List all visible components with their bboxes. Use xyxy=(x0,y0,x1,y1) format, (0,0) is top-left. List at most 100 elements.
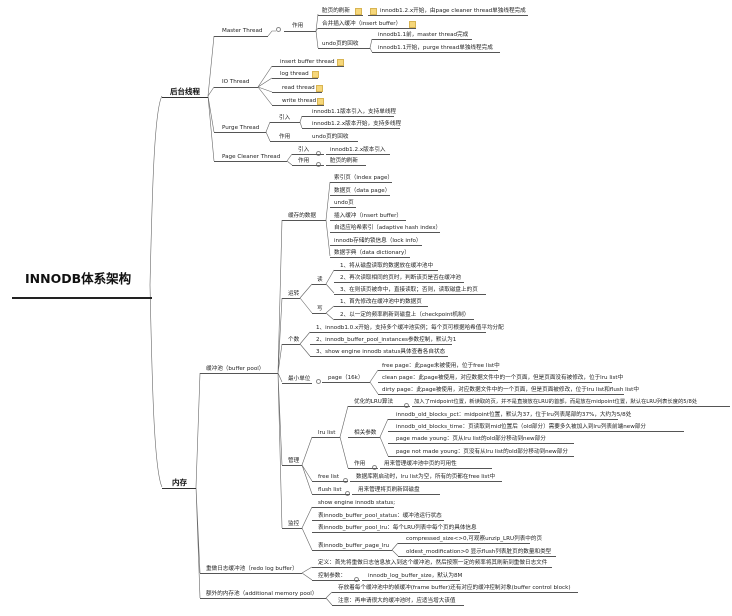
u-extra xyxy=(200,598,326,599)
u-master xyxy=(214,36,268,37)
u-purge-intro1 xyxy=(302,116,394,117)
count-item: 1、innodb1.0.x开始，支持多个缓冲池实例；每个页可根据哈希值平均分配 xyxy=(316,325,504,331)
io-thread: IO Thread xyxy=(222,79,250,85)
connector-cleaner xyxy=(286,153,293,166)
write-item: 1、首先修改在缓冲池中的数据页 xyxy=(340,299,422,305)
u-cleaner-use1 xyxy=(326,165,366,166)
u-unit xyxy=(282,383,312,384)
u-monitor-3 xyxy=(312,550,392,551)
connector-cached xyxy=(325,181,331,257)
u-cached-6 xyxy=(330,257,410,258)
connector-mem xyxy=(195,372,201,599)
u-purge-intro xyxy=(270,122,300,123)
u-manage xyxy=(282,465,302,466)
connector-master-use xyxy=(315,13,319,49)
page-item: clean page：此page被使用，对应数据文件中的一个页面，但是页面没有被… xyxy=(382,375,624,381)
u-page-2 xyxy=(378,394,624,395)
related-params: 相关参数 xyxy=(354,430,377,436)
param-item: innodb_old_blocks_time：页读取到mid位置后（old部分）… xyxy=(396,424,646,430)
lru-table-item: oldest_modification>0 显示flush列表脏页的数量和类型 xyxy=(406,549,552,555)
free-list: free list xyxy=(318,474,340,480)
lru-algorithm: 优化的LRU算法 xyxy=(354,399,394,405)
lru-use1: 用来管理缓冲池中页的可用性 xyxy=(384,461,457,467)
u-flush xyxy=(312,494,350,495)
flush-list: flush list xyxy=(318,487,342,493)
connector-bg xyxy=(207,35,215,162)
u-lru-algo-note xyxy=(412,406,730,407)
u-lru-algo xyxy=(348,406,410,407)
monitor: 监控 xyxy=(288,521,300,527)
u-extra-1 xyxy=(332,592,578,593)
note-icon xyxy=(317,98,324,105)
u-io-0 xyxy=(272,66,344,67)
cached-item: undo页 xyxy=(334,200,354,206)
param-item: page made young：页从lru list的old部分移动到new部分 xyxy=(396,436,546,442)
cached-item: 插入缓冲（insert buffer） xyxy=(334,213,402,219)
u-cached-2 xyxy=(330,207,356,208)
note-icon xyxy=(337,59,344,66)
u-read-0 xyxy=(334,270,438,271)
cached-item: 索引页（index page） xyxy=(334,175,394,181)
cached-item: 自适应哈希索引（adaptive hash index） xyxy=(334,225,442,231)
u-count xyxy=(282,344,300,345)
root-title: INNODB体系架构 xyxy=(25,271,132,286)
branch-memory: 内存 xyxy=(172,478,187,487)
u-param-0 xyxy=(388,419,618,420)
connector-write xyxy=(325,305,335,321)
u-io xyxy=(214,87,258,88)
purge-intro1: innodb1.1版本引入，支持单线程 xyxy=(312,109,397,115)
u-redo-def xyxy=(312,567,552,568)
u-count-2 xyxy=(310,356,448,357)
connector-lru-table xyxy=(391,542,399,557)
undo-before: innodb1.1前，master thread完成 xyxy=(378,32,469,38)
note-icon xyxy=(370,8,377,15)
read-item: 2、再次读取相同的页时，判断该页是否在缓冲池 xyxy=(340,275,462,281)
u-write-1 xyxy=(334,319,474,320)
u-page xyxy=(322,382,370,383)
u-param-1 xyxy=(388,431,684,432)
u-undo-before xyxy=(372,39,472,40)
redo-param-value: innodb_log_buffer_size，默认为8M xyxy=(368,573,463,579)
u-dirty xyxy=(318,15,363,16)
manage: 管理 xyxy=(288,458,300,464)
io-item: log thread xyxy=(280,71,309,77)
u-monitor-2 xyxy=(312,532,480,533)
monitor-item: 表innodb_buffer_pool_lru：每个LRU列表中每个页的具体信息 xyxy=(318,525,477,531)
u-free1 xyxy=(350,481,502,482)
u-io-3 xyxy=(272,105,324,106)
branch-bg-underline xyxy=(162,97,208,98)
connector-rw xyxy=(299,283,313,314)
redo-definition: 定义：首先将重做日志信息放入到这个缓冲池，然后按照一定的频率将其刷新到重做日志文… xyxy=(318,560,548,566)
u-undo-after xyxy=(372,52,500,53)
branch-background-threads: 后台线程 xyxy=(170,87,200,96)
connector-purge-intro xyxy=(299,115,303,129)
read-item: 3、在则该页被命中，直接读取；否则，读取磁盘上的页 xyxy=(340,287,478,293)
cleaner-use: 作用 xyxy=(298,158,310,164)
ring-lru-algo xyxy=(404,403,409,408)
cleaner-intro1: innodb1.2.x版本引入 xyxy=(330,147,386,153)
lru-table-item: compressed_size<>0,可观察unzip_LRU列表中的页 xyxy=(406,536,543,542)
extra-item: 存放着每个缓冲池中的帧缓冲(frame buffer)还有对应的缓冲控制对象(b… xyxy=(338,585,571,591)
ring-free xyxy=(343,478,348,483)
cached-item: innodb存储的锁信息（lock info） xyxy=(334,238,422,244)
flush-list-desc: 用来管理将页刷新回磁盘 xyxy=(358,487,420,493)
count-item: 3、show engine innodb status具体查看各自状态 xyxy=(316,349,446,355)
u-cleaner xyxy=(214,161,287,162)
merge-insert-buffer: 合并插入缓冲（insert buffer） xyxy=(322,21,402,27)
note-icon xyxy=(409,21,416,28)
u-param-3 xyxy=(388,456,574,457)
write-item: 2、以一定的频率刷新到磁盘上（checkpoint机制） xyxy=(340,312,470,318)
connector-monitor xyxy=(301,506,313,551)
connector-io xyxy=(257,65,273,106)
u-cached-1 xyxy=(330,195,390,196)
u-purge xyxy=(214,132,266,133)
lru-algorithm-note: 加入了midpoint位置，新读取的页，并不是直接放在LRU的首部，而是放在mi… xyxy=(414,399,698,405)
u-monitor-0 xyxy=(312,507,394,508)
note-icon xyxy=(312,71,319,78)
u-master-use xyxy=(284,31,316,32)
u-redo-param xyxy=(312,580,360,581)
ring-flush xyxy=(345,491,350,496)
u-lru-table-1 xyxy=(398,556,556,557)
purge-use: 作用 xyxy=(279,134,291,140)
